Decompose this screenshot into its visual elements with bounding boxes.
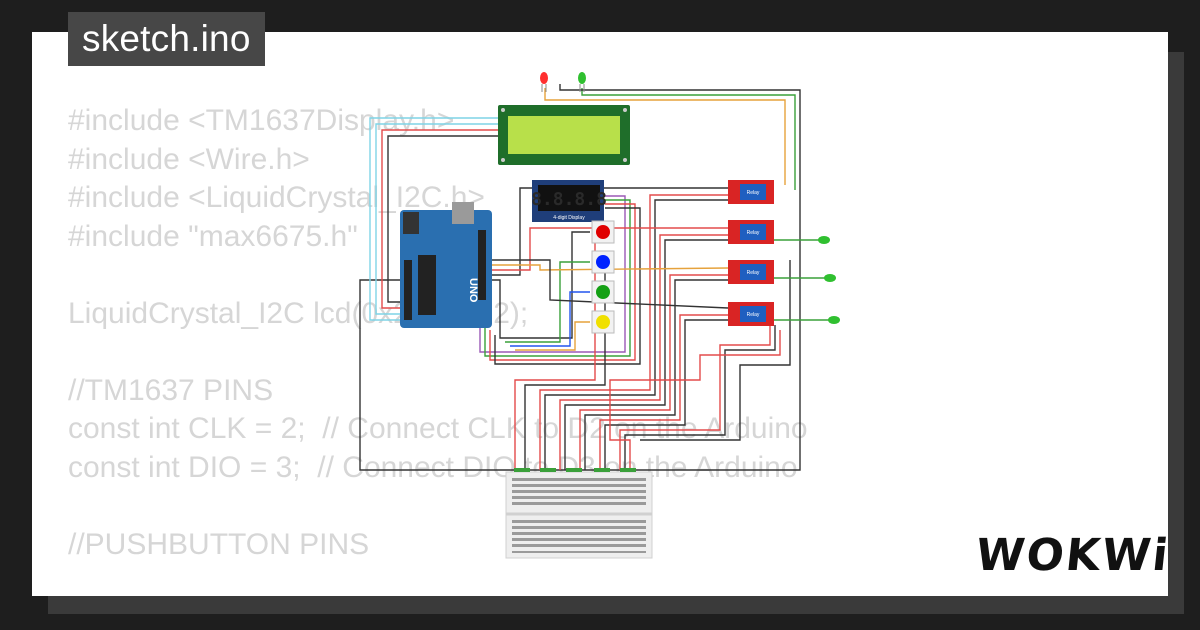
- seven-segment-display: 8.8.8.8 4-digit Display: [531, 180, 607, 222]
- led-green: [578, 72, 586, 92]
- code-line: #include <Wire.h>: [68, 142, 310, 176]
- code-line: #include <TM1637Display.h>: [68, 104, 455, 137]
- pushbutton-red: [591, 220, 615, 244]
- wokwi-logo: WOKWi: [973, 530, 1173, 581]
- pushbutton-green: [591, 280, 615, 304]
- code-line: //TM1637 PINS: [68, 373, 274, 407]
- code-line: //PUSHBUTTON PINS: [68, 527, 370, 561]
- pushbutton-blue: [591, 250, 615, 274]
- led-green-right-3: [828, 316, 840, 324]
- led-green-right-2: [824, 274, 836, 282]
- led-green-right-1: [818, 236, 830, 244]
- code-line: const int CLK = 2; // Connect CLK to D2 …: [68, 412, 808, 445]
- relay-module-2: Relay: [728, 220, 774, 244]
- code-preview: #include <TM1637Display.h> #include <Wire…: [68, 102, 808, 564]
- code-line: #include "max6675.h": [68, 219, 358, 253]
- display-caption: 4-digit Display: [553, 215, 585, 221]
- relay-module-3: Relay: [728, 260, 774, 284]
- relay-label: Relay: [747, 270, 760, 276]
- file-name-tab: sketch.ino: [68, 12, 265, 66]
- display-digits: 8.8.8.8: [531, 189, 607, 210]
- code-line: #include <LiquidCrystal_I2C.h>: [68, 181, 485, 214]
- arduino-uno: UNO: [400, 202, 492, 328]
- relay-label: Relay: [747, 312, 760, 318]
- relay-label: Relay: [747, 190, 760, 196]
- relay-module-1: Relay: [728, 180, 774, 204]
- lcd-display: [498, 105, 630, 165]
- led-red: [540, 72, 548, 92]
- relay-label: Relay: [747, 230, 760, 236]
- breadboard: [505, 468, 653, 559]
- relay-module-4: Relay: [728, 302, 774, 326]
- pushbutton-yellow: [591, 310, 615, 334]
- board-label: UNO: [467, 278, 479, 303]
- wires: [359, 84, 830, 471]
